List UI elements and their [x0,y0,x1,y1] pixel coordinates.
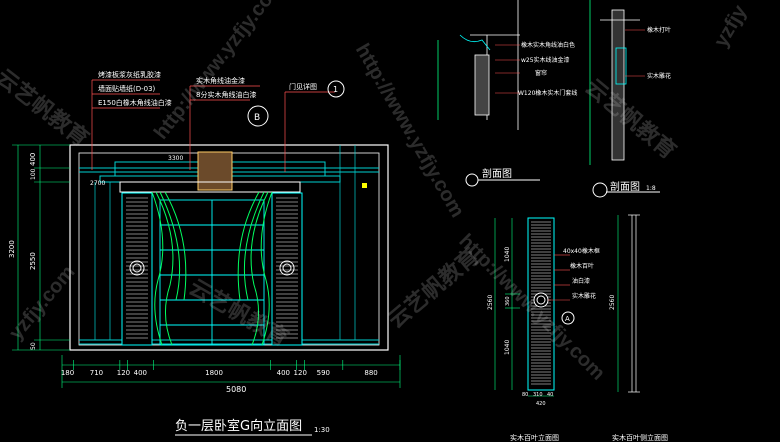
french-door [159,199,265,346]
side-dim-total: 2560 [609,295,616,310]
annotation-4: 实木角线油金漆 [196,76,245,85]
section-1-symbol [465,173,479,187]
curtain-right [237,191,273,346]
marker-b-circle [247,105,269,127]
drawing-scale: 1:30 [314,426,330,434]
dim-bottom-2: 120 [117,369,130,377]
marker-1-circle [327,80,345,98]
dim-bottom-4: 1800 [205,369,223,377]
louver-note-3: 油白漆 [572,277,590,285]
louver-dim-h2: 360 [505,296,511,306]
dim-ceil-1: 3300 [168,155,183,162]
dim-bottom-1: 710 [90,369,103,377]
section-2-scale: 1:8 [646,185,656,192]
louver-elevation-dims [494,218,554,397]
right-louver-panel [271,192,303,346]
curtain-left [151,191,187,346]
section-1-note-1: 橡木实木角线油白色 [521,41,575,49]
section-2-symbol [592,182,608,198]
section-2-leaders [625,29,645,77]
dim-bottom-3: 400 [134,369,147,377]
section-1-note-2: w25实木线油金漆 [521,56,570,64]
dim-bottom-7: 590 [317,369,330,377]
louver-dim-w1: 80 [522,392,528,398]
dim-bottom-8: 880 [364,369,377,377]
wall-outlet [362,183,367,188]
annotation-2: 墙面贴墙纸(D-03) [98,84,156,93]
louver-dim-h1: 1040 [504,247,511,262]
curtain-box [197,151,233,191]
louver-note-1: 40x40橡木框 [563,247,600,255]
curtain-rod [119,181,301,193]
left-louver-panel [121,192,153,346]
marker-a-circle [561,311,575,325]
marker-a-label: A [565,315,570,323]
louver-dim-total: 2560 [487,295,494,310]
louver-dim-wtotal: 420 [536,401,546,407]
dim-left-2: 100 [30,168,37,180]
bottom-label-2: 实木百叶侧立面图 [612,433,668,442]
section-2-note-2: 实木雕花 [647,72,671,80]
drawing-title: 负一层卧室G向立面图 [175,418,302,434]
dim-left-3: 2550 [29,252,37,270]
section-2-label: 剖面图 [610,180,640,193]
section-1-note-3: 窗帘 [535,69,547,77]
marker-b-label: B [254,113,260,123]
section-2-note-1: 橡木打叶 [647,26,671,34]
leader-lines [91,79,335,172]
dim-left-1: 400 [29,153,37,166]
louver-note-2: 橡木百叶 [570,262,594,270]
bottom-dimension-lines [61,355,401,388]
dim-bottom-0: 180 [61,369,74,377]
louver-leaders [548,254,570,301]
dim-left-4: 50 [30,342,37,350]
section-2-detail [589,0,640,165]
section-1-label: 剖面图 [482,167,512,180]
louver-dim-w2: 310 [533,392,543,398]
dim-left-total: 3200 [8,240,16,258]
section-1-leaders [495,44,520,94]
annotation-3: E150白橡木角线油白漆 [98,98,172,107]
side-elevation [628,214,640,393]
dim-bottom-6: 120 [294,369,307,377]
bottom-label-1: 实木百叶立面图 [510,433,559,442]
annotation-5: 8分实木角线油白漆 [196,90,256,99]
dim-bottom-5: 400 [277,369,290,377]
marker-1-label: 1 [333,85,338,94]
annotation-6: 门见详图 [289,82,317,91]
annotation-1: 烤漆板浆灰纸乳胶漆 [98,70,161,79]
louver-dim-w3: 40 [547,392,553,398]
dim-bottom-total: 5080 [226,385,246,394]
left-dimension-lines [12,144,70,351]
wall-panels [94,145,356,340]
dim-ceil-2: 2700 [90,180,105,187]
section-1-note-4: W120橡木实木门套线 [518,89,577,97]
louver-elevation [527,217,555,391]
section-1-detail [437,0,520,130]
louver-note-4: 实木雕花 [572,292,596,300]
louver-dim-h3: 1040 [504,340,511,355]
